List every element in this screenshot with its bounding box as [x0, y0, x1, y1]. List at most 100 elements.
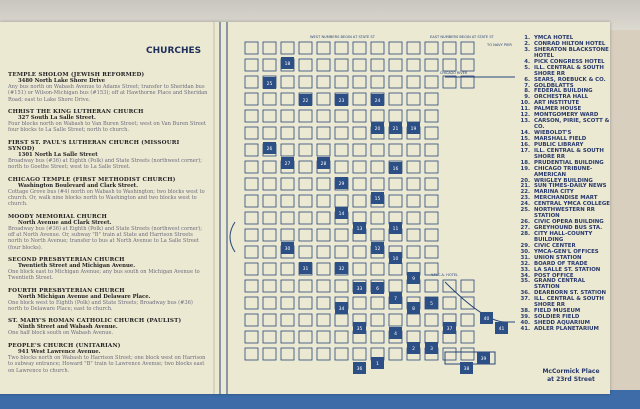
city-block — [316, 75, 331, 89]
marker-number: 35 — [357, 326, 363, 332]
city-block — [442, 296, 457, 310]
city-block — [406, 330, 421, 344]
city-block — [370, 228, 385, 242]
city-block — [352, 160, 367, 174]
map-marker: 16 — [389, 162, 402, 174]
background-table — [0, 390, 640, 409]
marker-number: 21 — [393, 126, 399, 132]
church-directions: Two blocks north on Wabash to Harrison S… — [8, 354, 206, 374]
marker-block — [371, 282, 384, 294]
city-block — [424, 126, 439, 140]
city-block — [244, 347, 259, 361]
city-block — [352, 41, 367, 55]
city-block — [298, 41, 313, 55]
legend-number: 20. — [520, 177, 530, 184]
legend-item: 12.MONTGOMERY WARD — [518, 112, 610, 119]
legend-label: CIVIC OPERA BUILDING — [534, 219, 604, 226]
legend-label: ART INSTITUTE — [534, 100, 580, 107]
church-directions: Cottage Grove bus (#4) north on Wabash t… — [8, 188, 205, 208]
map-marker: 37 — [443, 322, 456, 334]
marker-block — [353, 282, 366, 294]
marker-number: 4 — [394, 331, 397, 337]
legend-number: 4. — [524, 58, 530, 65]
church-entry: ST. MARY'S ROMAN CATHOLIC CHURCH (PAULIS… — [8, 318, 208, 336]
city-block — [352, 177, 367, 191]
marker-block — [263, 77, 276, 89]
marker-block — [281, 157, 294, 169]
city-block — [316, 177, 331, 191]
legend-number: 14. — [520, 130, 530, 136]
city-block — [244, 245, 259, 259]
city-block — [244, 313, 259, 327]
city-block — [262, 296, 277, 310]
city-block — [460, 296, 475, 310]
city-block — [280, 92, 295, 106]
legend-number: 33. — [520, 266, 530, 273]
legend-number: 34. — [520, 272, 530, 279]
marker-block — [460, 362, 473, 374]
city-block — [298, 75, 313, 89]
legend-number: 21. — [520, 183, 530, 190]
marker-block — [335, 177, 348, 189]
city-block — [406, 228, 421, 242]
city-block — [352, 92, 367, 106]
marker-number: 12 — [375, 246, 381, 252]
city-block — [352, 109, 367, 123]
legend-number: 5. — [524, 64, 530, 71]
marker-number: 10 — [393, 256, 399, 262]
legend-number: 9. — [524, 94, 530, 101]
legend-number: 30. — [520, 248, 530, 255]
city-block — [280, 109, 295, 123]
mccormick-place-label: McCormick Place at 23rd Street — [536, 368, 606, 384]
city-block — [244, 109, 259, 123]
city-block — [460, 279, 475, 293]
legend-number: 11. — [520, 106, 530, 113]
legend-number: 28. — [520, 230, 530, 237]
legend-item: 3.SHERATON BLACKSTONE HOTEL — [518, 47, 610, 60]
legend-number: 6. — [524, 76, 530, 83]
marker-block — [371, 94, 384, 106]
legend-number: 2. — [524, 40, 530, 47]
city-block — [244, 160, 259, 174]
church-name: SECOND PRESBYTERIAN CHURCH — [8, 257, 125, 264]
marker-number: 11 — [393, 226, 399, 232]
city-block — [424, 262, 439, 276]
city-block — [424, 160, 439, 174]
legend-item: 32.BOARD OF TRADE — [518, 261, 610, 268]
map-marker: 1 — [371, 357, 384, 369]
map-marker: 20 — [371, 122, 384, 134]
legend-label: PICK CONGRESS HOTEL — [534, 58, 605, 65]
legend-item: 34.POST OFFICE — [518, 272, 610, 280]
legend-label: ORCHESTRA HALL — [534, 94, 589, 101]
city-block — [298, 330, 313, 344]
interchange — [229, 221, 236, 253]
marker-block — [281, 242, 294, 254]
expressway — [219, 22, 228, 394]
marker-number: 25 — [267, 81, 273, 87]
legend-label: PRUDENTIAL BUILDING — [534, 159, 604, 166]
marker-number: 5 — [430, 301, 433, 307]
city-block — [334, 160, 349, 174]
city-block — [244, 211, 259, 225]
legend-item: 17.ILL. CENTRAL & SOUTH SHORE RR — [518, 148, 610, 161]
city-block — [262, 126, 277, 140]
legend-item: 29.CIVIC CENTER — [518, 243, 610, 250]
church-name: TEMPLE SHOLOM (JEWISH REFORMED) — [8, 72, 145, 78]
city-block — [370, 58, 385, 72]
city-block — [298, 313, 313, 327]
church-name: CHRIST THE KING LUTHERAN CHURCH — [8, 109, 144, 116]
city-block — [262, 245, 277, 259]
legend-number: 16. — [520, 141, 530, 148]
marker-number: 3 — [430, 346, 433, 352]
city-block — [388, 143, 403, 157]
legend-label: WIEBOLDT'S — [534, 130, 572, 136]
legend-item: 2.CONRAD HILTON HOTEL — [518, 40, 610, 48]
city-block — [388, 194, 403, 208]
map-marker: 2 — [407, 342, 420, 354]
city-block — [244, 330, 259, 344]
city-block — [370, 177, 385, 191]
church-address: Ninth Street and Wabash Avenue. — [18, 324, 118, 331]
legend-label: PUBLIC LIBRARY — [534, 141, 584, 148]
city-block — [424, 75, 439, 89]
